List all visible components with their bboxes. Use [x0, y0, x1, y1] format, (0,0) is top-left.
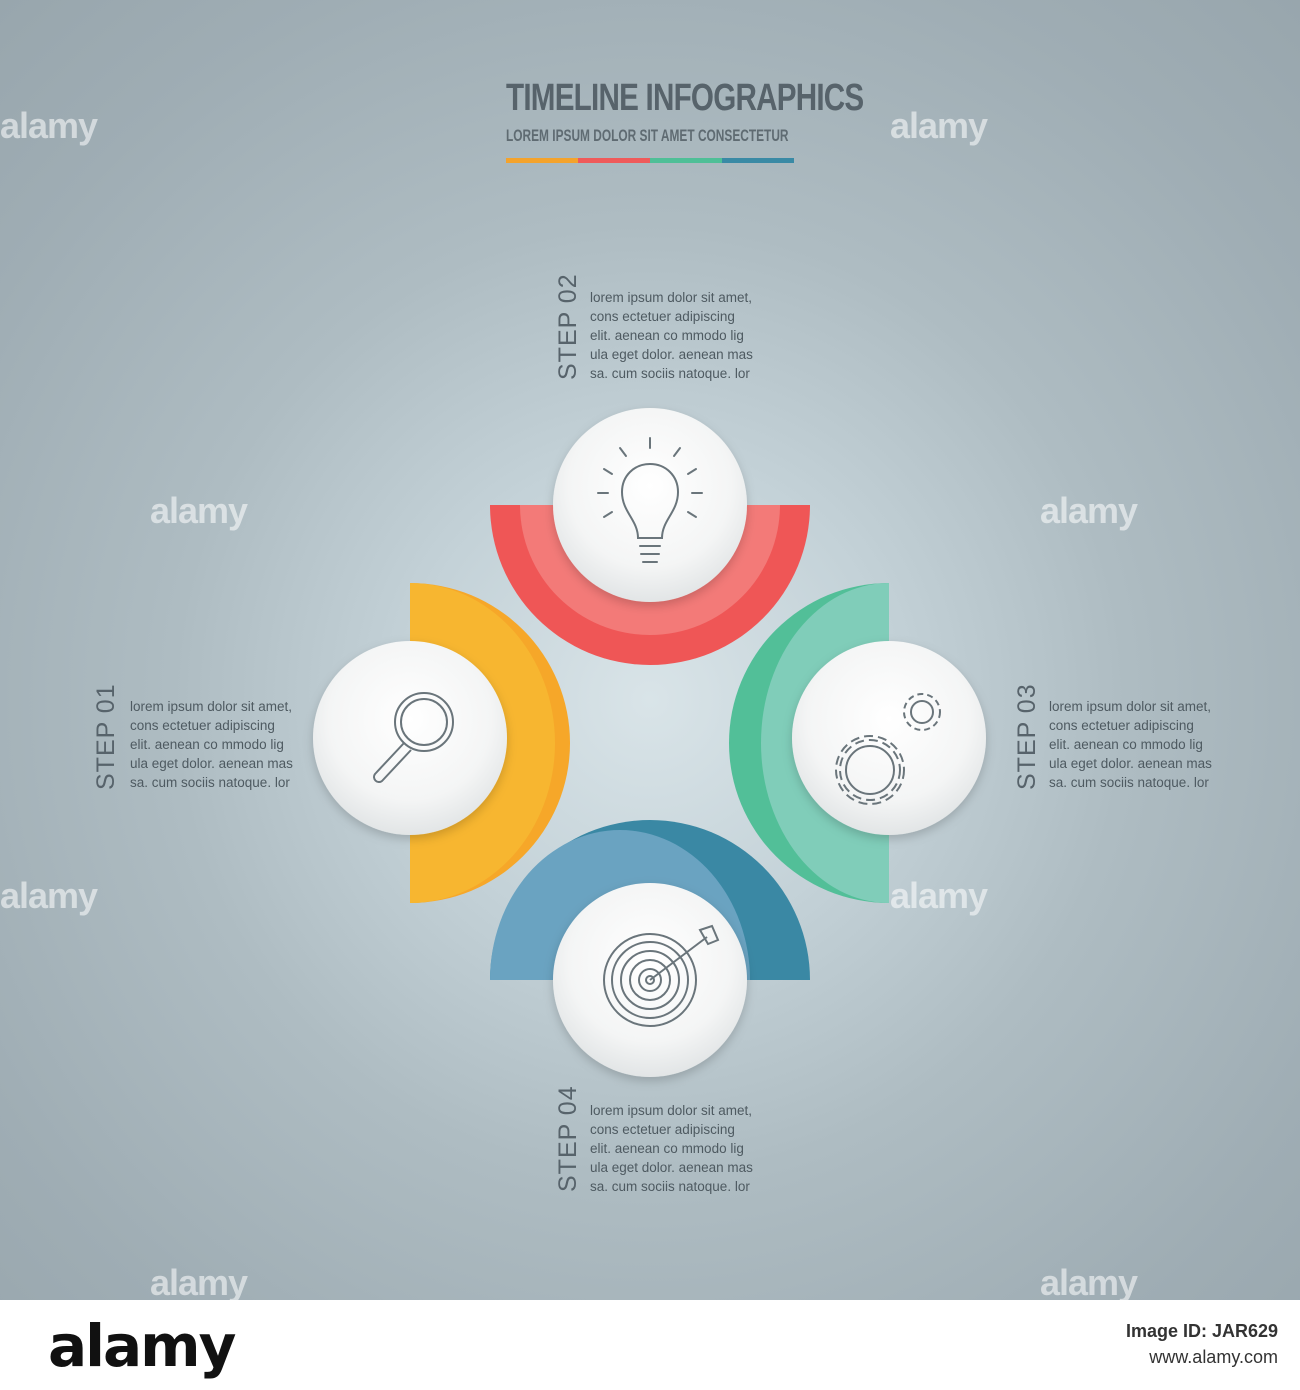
step3-label: STEP 03: [1013, 683, 1041, 790]
step4-line: sa. cum sociis natoque. lor: [590, 1179, 750, 1194]
step1-disc: [313, 641, 507, 835]
title-bar-green: [650, 158, 722, 163]
step4-label: STEP 04: [554, 1085, 582, 1192]
target-icon: [603, 924, 720, 1027]
title-bar-red: [578, 158, 650, 163]
step1-label: STEP 01: [92, 683, 120, 790]
title-bar-orange: [506, 158, 578, 163]
watermark: alamy: [0, 875, 98, 916]
step1-line: ula eget dolor. aenean mas: [130, 756, 293, 771]
infographic-graphic: [313, 408, 986, 1077]
infographic-canvas: alamy alamy alamy alamy alamy alamy alam…: [0, 0, 1300, 1300]
step1-line: sa. cum sociis natoque. lor: [130, 775, 290, 790]
image-meta: Image ID: JAR629 www.alamy.com: [1126, 1318, 1278, 1370]
watermark: alamy: [0, 105, 98, 146]
step2-line: lorem ipsum dolor sit amet,: [590, 290, 753, 305]
step1-line: cons ectetuer adipiscing: [130, 718, 275, 733]
step3-disc: [792, 641, 986, 835]
step2-line: sa. cum sociis natoque. lor: [590, 366, 750, 381]
step1-line: elit. aenean co mmodo lig: [130, 737, 284, 752]
step2-text: lorem ipsum dolor sit amet, cons ectetue…: [590, 288, 753, 383]
step2-line: elit. aenean co mmodo lig: [590, 328, 744, 343]
step3-text: lorem ipsum dolor sit amet, cons ectetue…: [1049, 697, 1212, 792]
step4-line: lorem ipsum dolor sit amet,: [590, 1103, 753, 1118]
watermark: alamy: [890, 875, 988, 916]
step3-line: elit. aenean co mmodo lig: [1049, 737, 1203, 752]
alamy-logo: alamy: [48, 1312, 236, 1380]
stock-footer: alamy Image ID: JAR629 www.alamy.com: [0, 1300, 1300, 1390]
step3-line: ula eget dolor. aenean mas: [1049, 756, 1212, 771]
step1-line: lorem ipsum dolor sit amet,: [130, 699, 293, 714]
watermark: alamy: [1040, 490, 1138, 531]
step3-line: lorem ipsum dolor sit amet,: [1049, 699, 1212, 714]
magnifier-icon: [373, 692, 454, 783]
step4-text: lorem ipsum dolor sit amet, cons ectetue…: [590, 1101, 753, 1196]
title-bar-blue: [722, 158, 794, 163]
gears-icon: [835, 693, 941, 805]
step4-line: elit. aenean co mmodo lig: [590, 1141, 744, 1156]
watermark: alamy: [890, 105, 988, 146]
step4-line: ula eget dolor. aenean mas: [590, 1160, 753, 1175]
image-id: Image ID: JAR629: [1125, 1321, 1278, 1341]
watermark: alamy: [1040, 1262, 1138, 1300]
lightbulb-icon: [597, 437, 703, 563]
step3-line: cons ectetuer adipiscing: [1049, 718, 1194, 733]
step4-line: cons ectetuer adipiscing: [590, 1122, 735, 1137]
step2-line: cons ectetuer adipiscing: [590, 309, 735, 324]
watermark: alamy: [150, 490, 248, 531]
site-url: www.alamy.com: [1149, 1347, 1278, 1367]
step1-text: lorem ipsum dolor sit amet, cons ectetue…: [130, 697, 293, 792]
step2-disc: [553, 408, 747, 602]
watermark: alamy: [150, 1262, 248, 1300]
step2-label: STEP 02: [554, 273, 582, 380]
step2-line: ula eget dolor. aenean mas: [590, 347, 753, 362]
step3-line: sa. cum sociis natoque. lor: [1049, 775, 1209, 790]
